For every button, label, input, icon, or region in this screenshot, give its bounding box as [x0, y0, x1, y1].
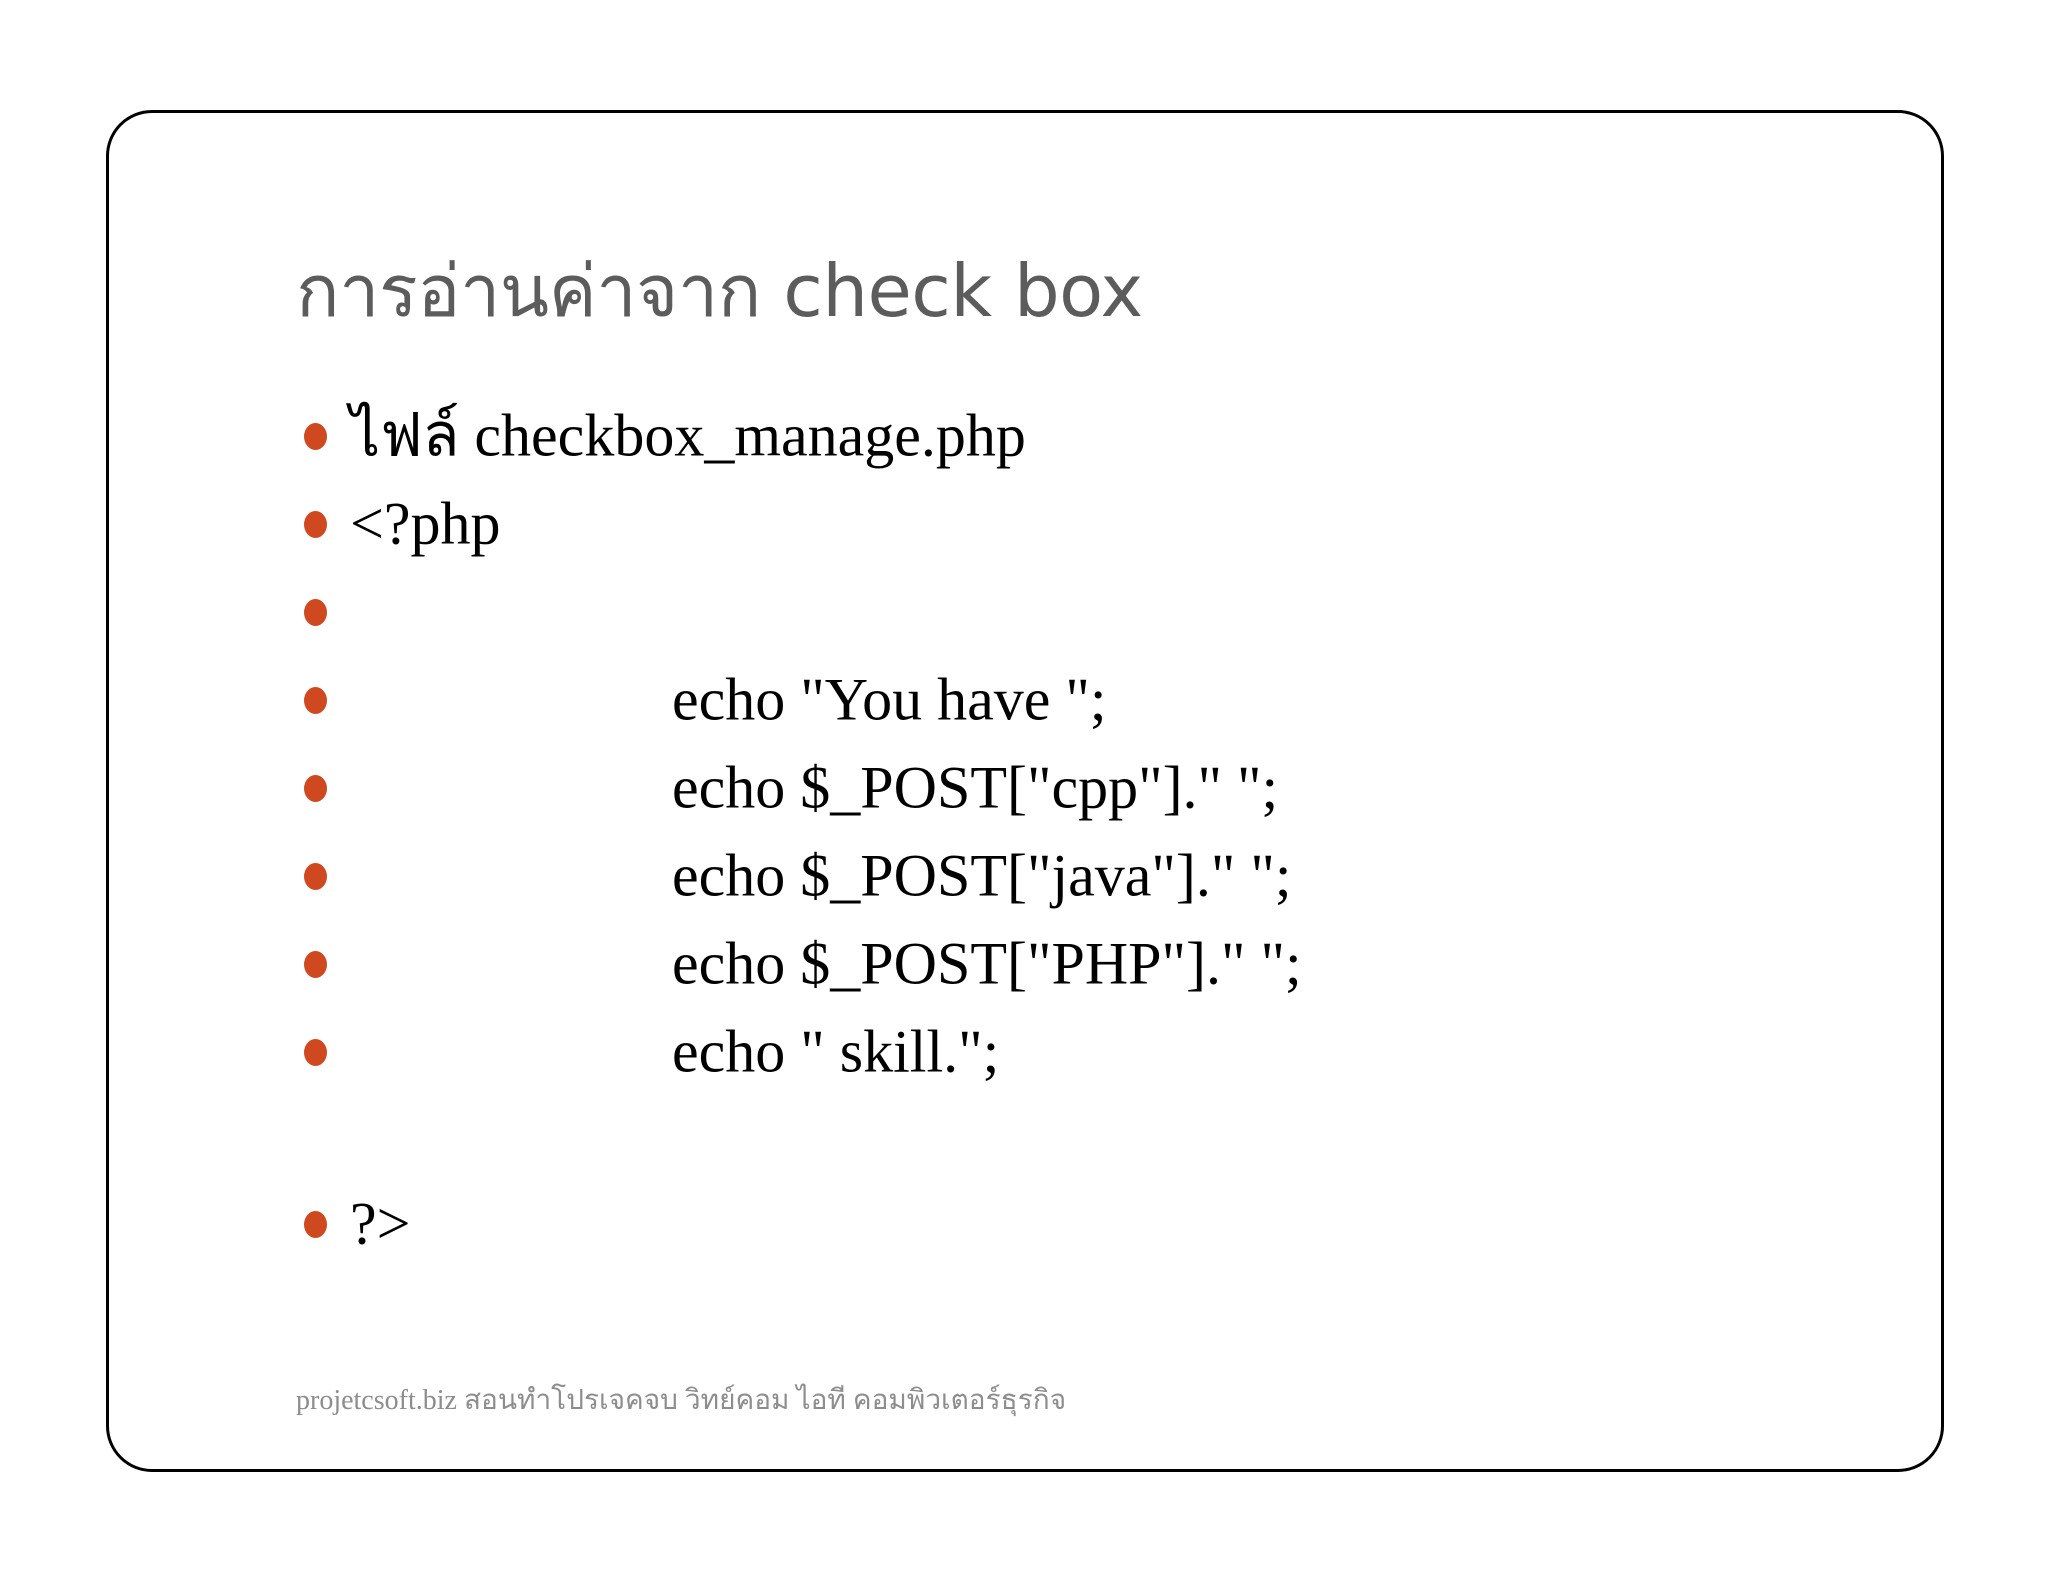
bullet-dot-icon	[304, 951, 327, 978]
slide-frame-border	[106, 110, 1944, 1472]
list-item: echo $_POST["PHP"]." ";	[290, 920, 1790, 1008]
list-item: echo " skill.";	[290, 1008, 1790, 1096]
list-item: <?php	[290, 480, 1790, 568]
bullet-list: ไฟล์ checkbox_manage.php <?php echo "You…	[290, 392, 1790, 1268]
bullet-dot-icon	[304, 775, 327, 802]
list-item: ไฟล์ checkbox_manage.php	[290, 392, 1790, 480]
list-item-label: ?>	[350, 1190, 411, 1257]
bullet-dot-icon	[304, 1211, 327, 1238]
slide-footer: projetcsoft.biz สอนทำโปรเจคจบ วิทย์คอม ไ…	[296, 1385, 1067, 1416]
list-item-label: ไฟล์ checkbox_manage.php	[350, 402, 1026, 469]
list-item	[290, 568, 1790, 656]
list-item-label: echo "You have ";	[672, 666, 1107, 733]
list-item: echo $_POST["cpp"]." ";	[290, 744, 1790, 832]
list-item: ?>	[290, 1180, 1790, 1268]
list-item-label: echo $_POST["java"]." ";	[672, 842, 1292, 909]
bullet-dot-icon	[304, 863, 327, 890]
list-item-label: echo $_POST["cpp"]." ";	[672, 754, 1279, 821]
page-title: การอ่านค่าจาก check box	[296, 249, 1143, 333]
bullet-dot-icon	[304, 423, 327, 450]
bullet-dot-icon	[304, 687, 327, 714]
bullet-dot-icon	[304, 1039, 327, 1066]
bullet-dot-icon	[304, 511, 327, 538]
list-item-label: echo $_POST["PHP"]." ";	[672, 930, 1302, 997]
list-item-label: <?php	[350, 490, 501, 557]
list-item-label: echo " skill.";	[672, 1018, 1000, 1085]
bullet-dot-icon	[304, 599, 327, 626]
list-item: echo "You have ";	[290, 656, 1790, 744]
list-spacer	[290, 1096, 1790, 1180]
list-item: echo $_POST["java"]." ";	[290, 832, 1790, 920]
